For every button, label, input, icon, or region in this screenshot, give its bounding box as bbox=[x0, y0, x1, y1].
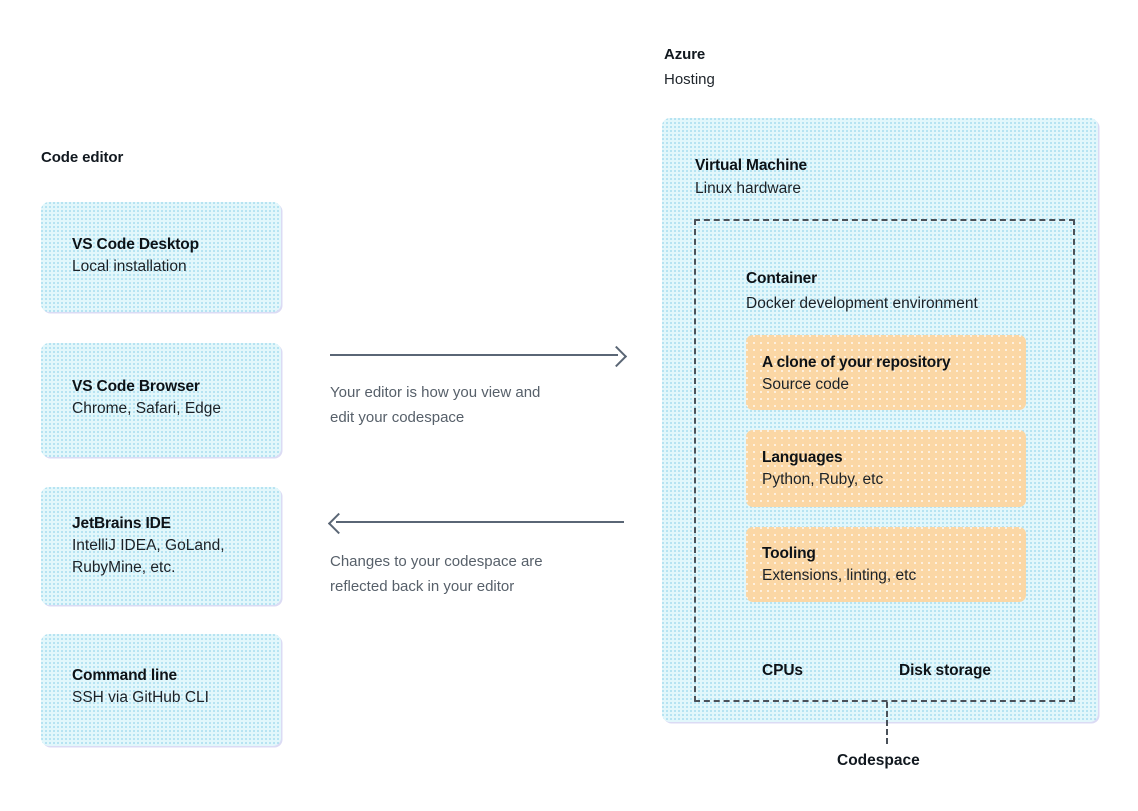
card-title: Command line bbox=[72, 667, 177, 684]
card-subtitle: SSH via GitHub CLI bbox=[72, 689, 209, 706]
azure-heading: Azure bbox=[664, 46, 706, 63]
codespace-connector-line bbox=[886, 702, 888, 744]
container-title: Container bbox=[746, 270, 817, 287]
arrow-left-icon bbox=[336, 521, 624, 523]
virtual-machine-panel[interactable]: Virtual Machine Linux hardware bbox=[662, 118, 1098, 722]
hardware-label-cpus: CPUs bbox=[762, 662, 803, 679]
card-subtitle: IntelliJ IDEA, GoLand, RubyMine, etc. bbox=[72, 537, 225, 576]
vm-subtitle: Linux hardware bbox=[695, 180, 801, 197]
card-vs-code-browser[interactable]: VS Code Browser Chrome, Safari, Edge bbox=[41, 343, 281, 457]
card-tooling[interactable]: Tooling Extensions, linting, etc bbox=[746, 527, 1026, 602]
vm-title: Virtual Machine bbox=[695, 157, 808, 174]
card-title: Tooling bbox=[762, 545, 816, 562]
card-subtitle: Chrome, Safari, Edge bbox=[72, 400, 222, 417]
card-subtitle: Local installation bbox=[72, 258, 187, 275]
card-subtitle: Source code bbox=[762, 376, 850, 393]
card-subtitle: Extensions, linting, etc bbox=[762, 567, 917, 584]
card-title: Languages bbox=[762, 449, 843, 466]
arrow-right-head-icon bbox=[605, 345, 628, 368]
hardware-label-disk-storage: Disk storage bbox=[899, 662, 991, 679]
card-vs-code-desktop[interactable]: VS Code Desktop Local installation bbox=[41, 202, 281, 312]
card-jetbrains-ide[interactable]: JetBrains IDE IntelliJ IDEA, GoLand, Rub… bbox=[41, 487, 281, 605]
azure-subheading: Hosting bbox=[664, 71, 715, 88]
card-repository-clone[interactable]: A clone of your repository Source code bbox=[746, 335, 1026, 410]
codespace-label-text: Codespace bbox=[837, 752, 920, 769]
arrow-right-icon bbox=[330, 354, 618, 356]
card-command-line[interactable]: Command line SSH via GitHub CLI bbox=[41, 634, 281, 746]
card-languages[interactable]: Languages Python, Ruby, etc bbox=[746, 430, 1026, 507]
connector-caption: Changes to your codespace are reflected … bbox=[330, 553, 543, 595]
card-title: A clone of your repository bbox=[762, 354, 951, 371]
card-title: VS Code Desktop bbox=[72, 236, 199, 253]
card-title: VS Code Browser bbox=[72, 378, 200, 395]
container-boundary bbox=[694, 219, 1075, 702]
card-title: JetBrains IDE bbox=[72, 515, 171, 532]
code-editor-heading: Code editor bbox=[41, 149, 124, 166]
card-subtitle: Python, Ruby, etc bbox=[762, 471, 884, 488]
connector-caption: Your editor is how you view and edit you… bbox=[330, 384, 541, 426]
arrow-left-head-icon bbox=[327, 512, 350, 535]
container-subtitle: Docker development environment bbox=[746, 295, 978, 312]
